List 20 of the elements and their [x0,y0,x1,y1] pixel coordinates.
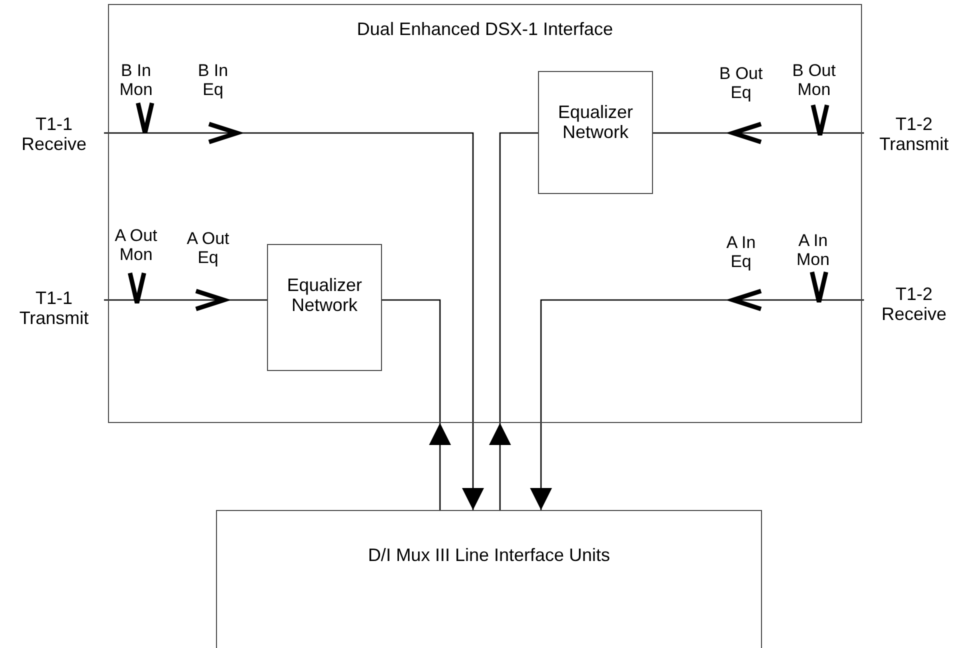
interface-panel [108,4,862,423]
box-label: D/I Mux III Line Interface Units [366,545,612,565]
port-label: T1-2 Receive [880,284,948,324]
port-label: T1-2 Transmit [878,114,950,154]
jack-label: A Out Mon [114,226,158,264]
jack-label: A Out Eq [186,229,230,267]
panel-title: Dual Enhanced DSX-1 Interface [356,19,614,39]
jack-label: B Out Mon [791,61,837,99]
line-interface-box [216,510,762,648]
equalizer-box [267,244,382,371]
jack-label: B In Eq [196,61,230,99]
jack-label: A In Eq [725,233,757,271]
port-label: T1-1 Transmit [18,288,90,328]
jack-label: B Out Eq [718,64,764,102]
port-label: T1-1 Receive [20,114,88,154]
box-label: Equalizer Network [556,102,634,142]
box-label: Equalizer Network [286,275,364,315]
jack-label: A In Mon [795,231,831,269]
jack-label: B In Mon [118,61,154,99]
equalizer-box [538,71,653,194]
